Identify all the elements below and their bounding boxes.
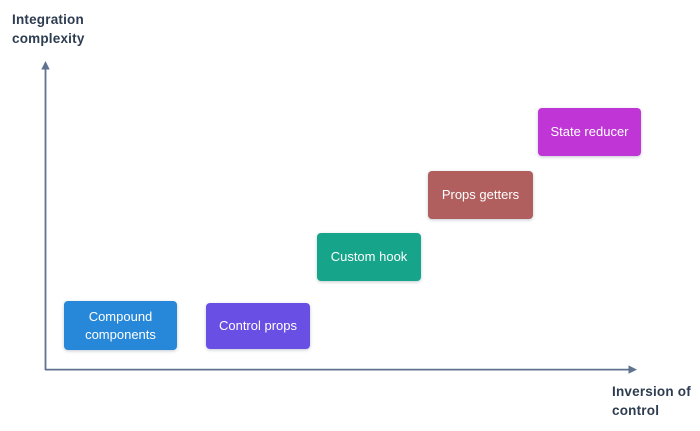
x-axis-label-line2: control	[612, 403, 660, 418]
pattern-box-label: State reducer	[550, 124, 629, 139]
x-axis-arrowhead-icon	[628, 365, 637, 374]
pattern-box-state-reducer: State reducer	[538, 108, 641, 156]
pattern-box-label: Control props	[218, 318, 298, 333]
pattern-box-label: Props getters	[441, 187, 520, 202]
y-axis-label-line1: Integration	[12, 12, 84, 27]
pattern-box-label: Custom hook	[330, 249, 408, 264]
y-axis-label: Integration complexity	[12, 10, 85, 48]
x-axis-label-line1: Inversion of	[612, 384, 691, 399]
pattern-box-props-getters: Props getters	[428, 171, 533, 219]
pattern-box-compound-components: Compound components	[64, 301, 177, 350]
y-axis-label-line2: complexity	[12, 31, 85, 46]
x-axis-label: Inversion of control	[612, 382, 691, 420]
pattern-box-custom-hook: Custom hook	[317, 233, 421, 281]
pattern-box-control-props: Control props	[206, 303, 310, 349]
y-axis-arrowhead-icon	[41, 61, 50, 70]
pattern-box-label: Compound components	[85, 308, 156, 342]
